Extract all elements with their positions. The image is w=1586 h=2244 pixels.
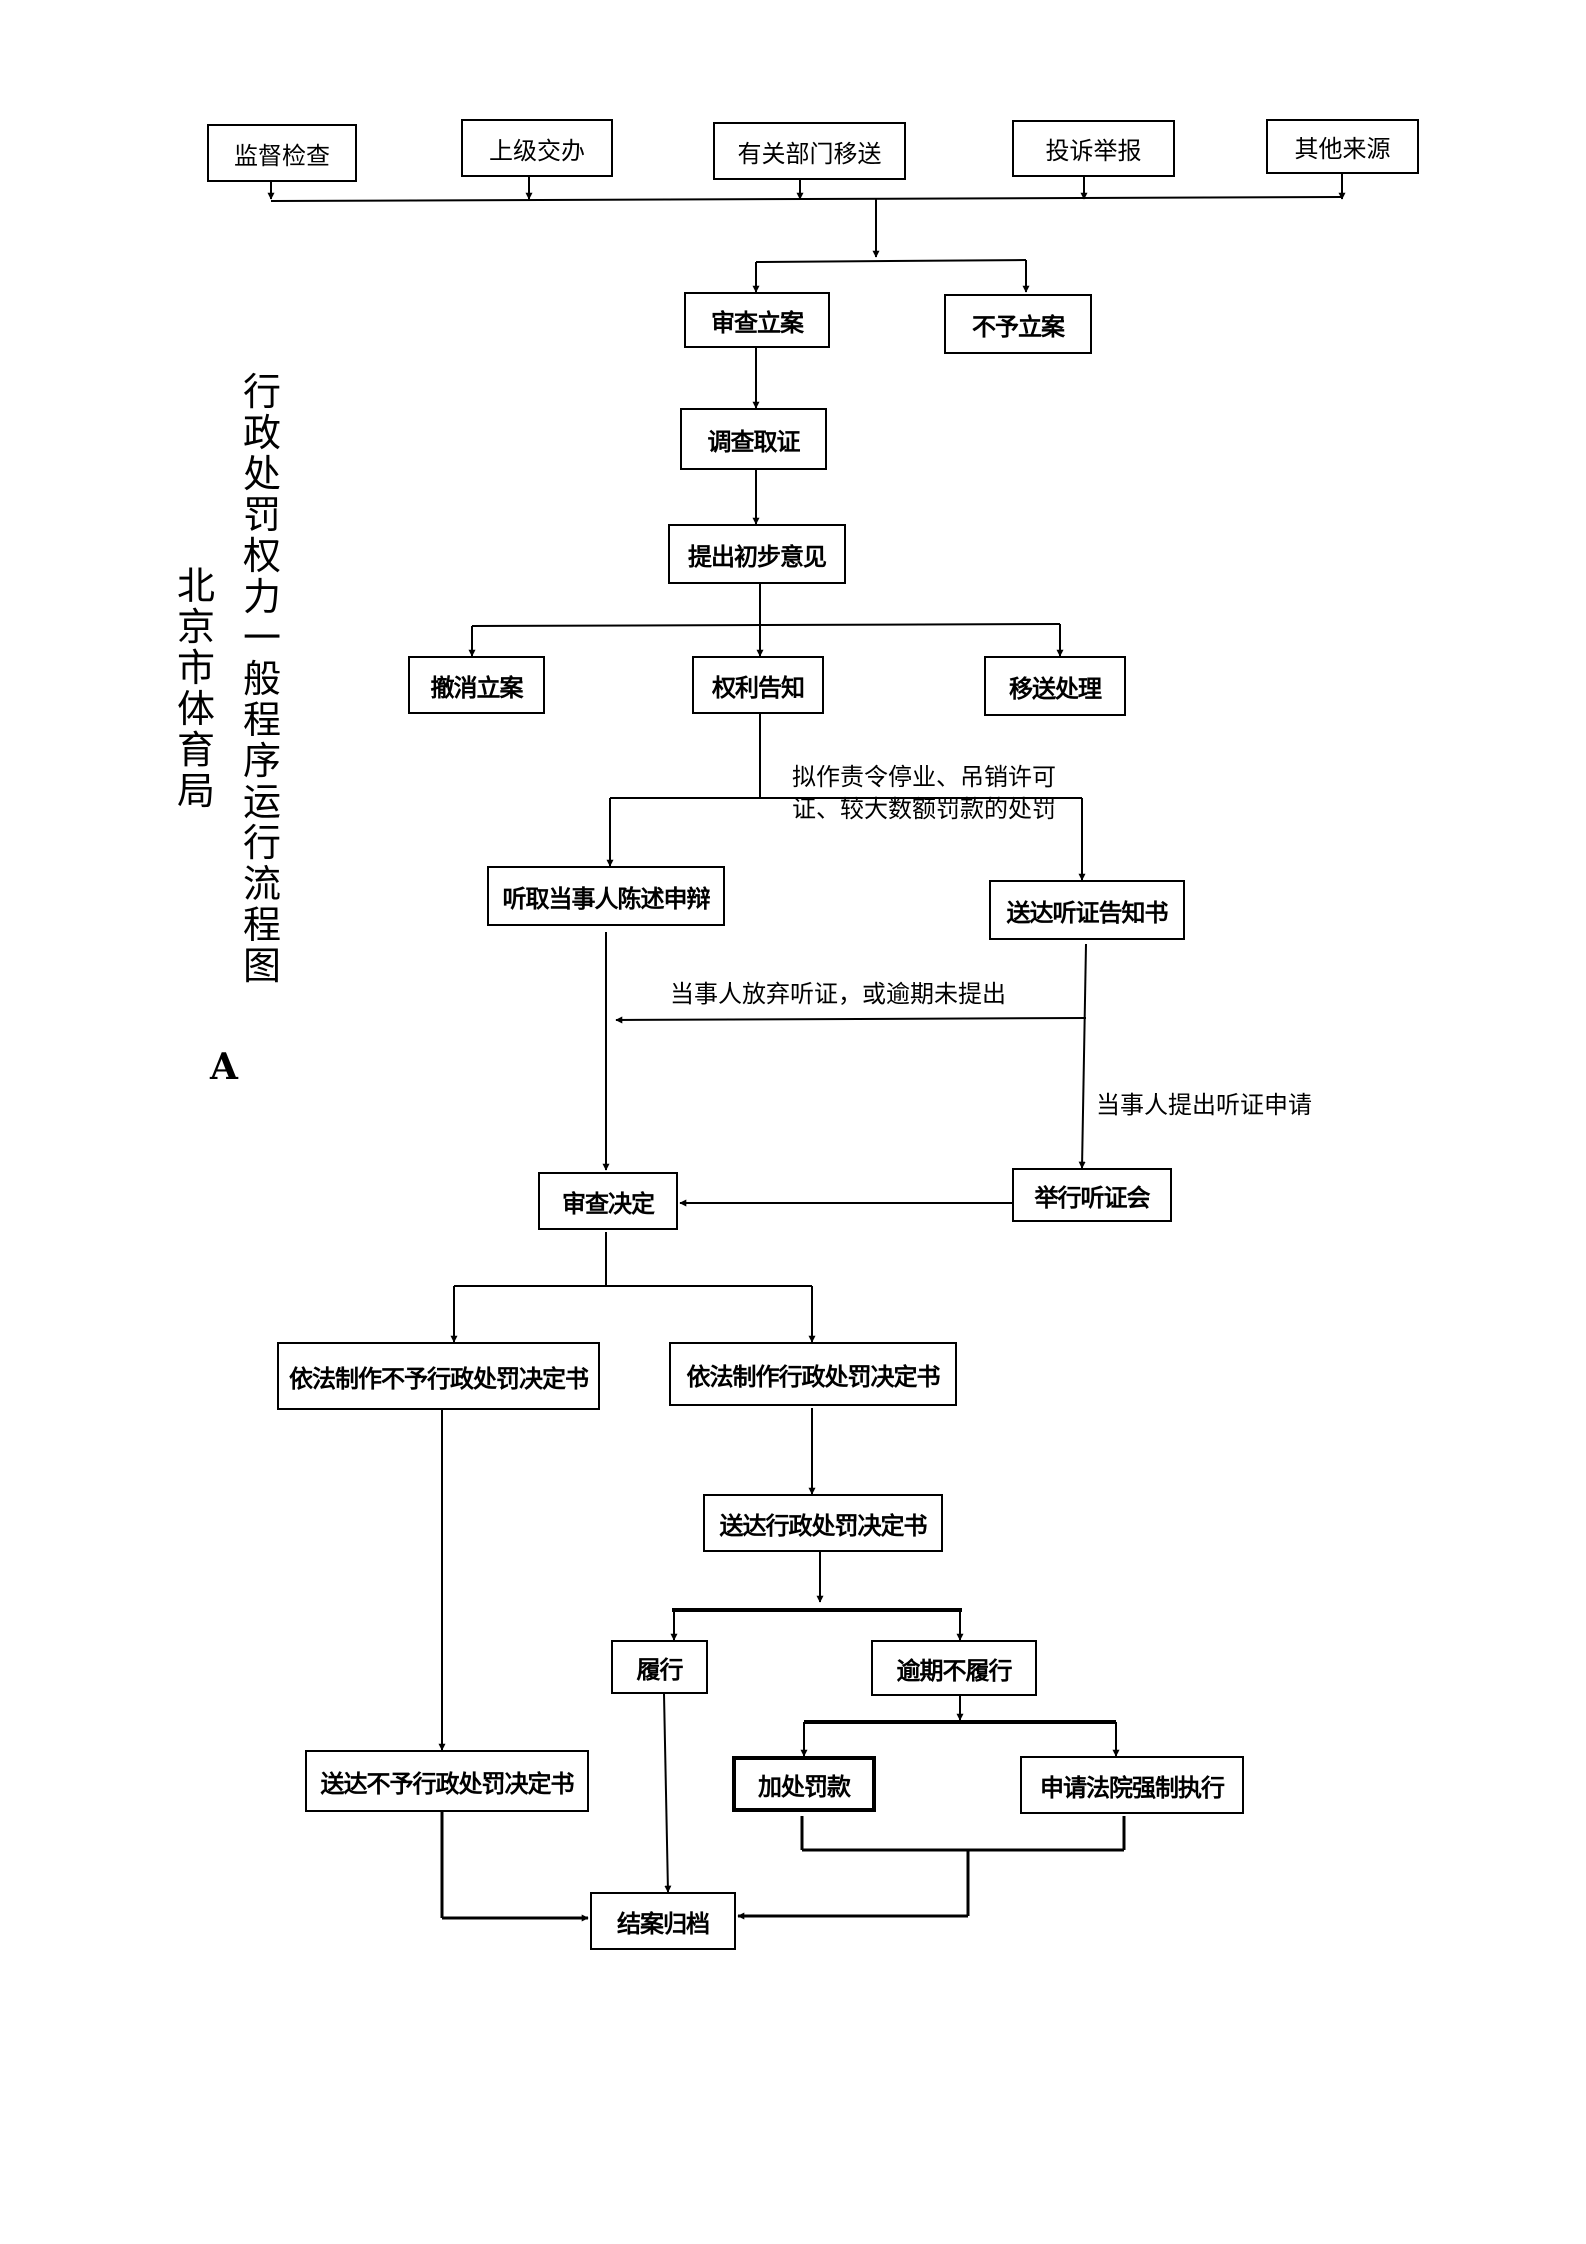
step-hearing-notice: 送达听证告知书: [989, 880, 1185, 940]
major-penalty-note-line2: 证、较大数额罚款的处罚: [792, 795, 1056, 823]
step-deliver-penalty: 送达行政处罚决定书: [703, 1494, 943, 1552]
major-penalty-note-line1: 拟作责令停业、吊销许可: [792, 763, 1056, 791]
step-hold-hearing: 举行听证会: [1012, 1168, 1172, 1222]
step-close-archive: 结案归档: [590, 1892, 736, 1950]
step-overdue: 逾期不履行: [871, 1640, 1037, 1696]
step-investigate: 调查取证: [680, 408, 827, 470]
source-box: 其他来源: [1266, 119, 1419, 174]
step-no-penalty-decision: 依法制作不予行政处罚决定书: [277, 1342, 600, 1410]
source-box: 有关部门移送: [713, 122, 906, 180]
diagram-title: 行政处罚权力一般程序运行流程图: [242, 370, 281, 988]
step-revoke-filing: 撤消立案: [408, 656, 545, 714]
step-rights-notice: 权利告知: [692, 656, 824, 714]
document-mark: A: [210, 1046, 238, 1088]
step-no-filing: 不予立案: [944, 294, 1092, 354]
source-box: 上级交办: [461, 119, 613, 177]
step-deliver-no-penalty: 送达不予行政处罚决定书: [305, 1750, 589, 1812]
source-box: 投诉举报: [1012, 120, 1175, 177]
step-penalty-decision: 依法制作行政处罚决定书: [669, 1342, 957, 1406]
step-transfer: 移送处理: [984, 656, 1126, 716]
step-review-decision: 审查决定: [538, 1172, 678, 1230]
step-preliminary-opinion: 提出初步意见: [668, 524, 846, 584]
step-review-filing: 审查立案: [684, 292, 830, 348]
source-box: 监督检查: [207, 124, 357, 182]
step-comply: 履行: [611, 1640, 708, 1694]
step-hear-statement: 听取当事人陈述申辩: [487, 866, 725, 926]
waive-hearing-note: 当事人放弃听证，或逾期未提出: [670, 980, 1006, 1008]
department-name: 北京市体育局: [176, 564, 215, 813]
apply-hearing-note: 当事人提出听证申请: [1096, 1091, 1312, 1119]
step-extra-fine: 加处罚款: [732, 1756, 876, 1812]
step-court-enforce: 申请法院强制执行: [1020, 1756, 1244, 1814]
